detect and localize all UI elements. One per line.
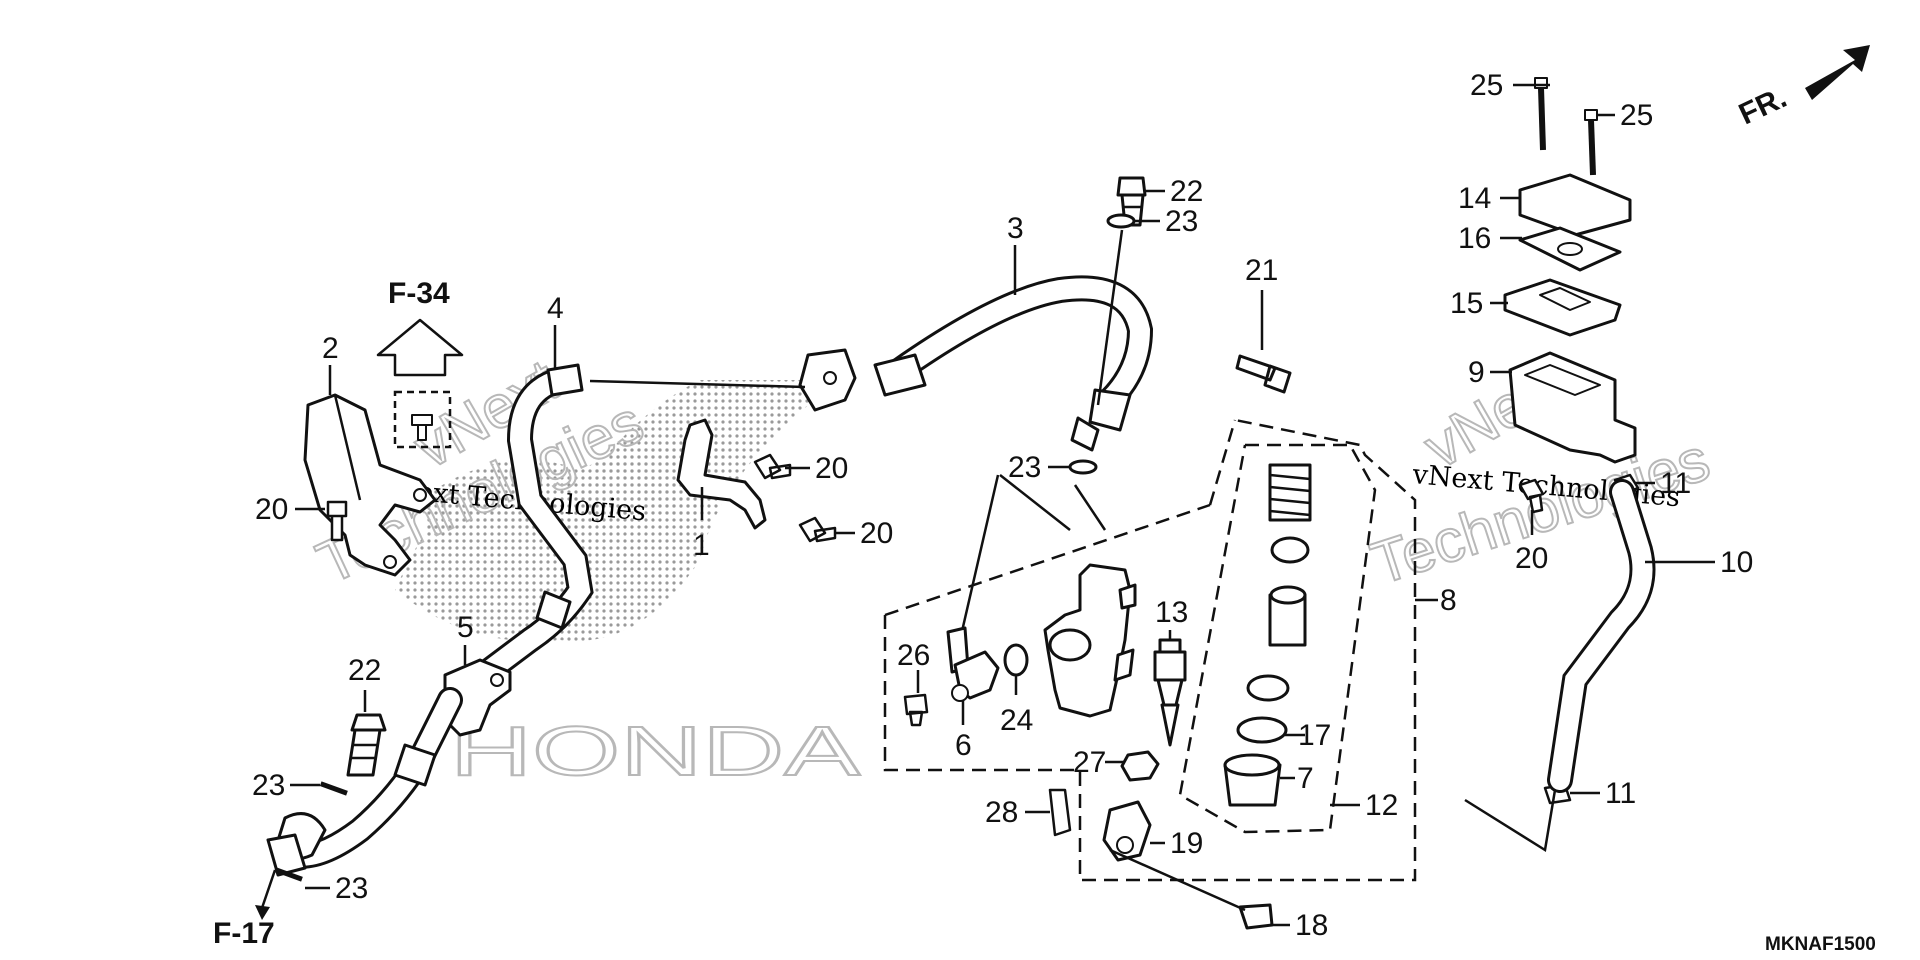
callout-3: 3 bbox=[1007, 212, 1024, 245]
part-2-bracket bbox=[303, 393, 437, 577]
part-16-plate bbox=[1518, 226, 1622, 272]
part-21-screw bbox=[1235, 354, 1292, 394]
honda-watermark: HONDA bbox=[395, 380, 861, 791]
callout-10: 10 bbox=[1720, 546, 1753, 579]
part-1-bracket bbox=[676, 418, 767, 530]
callout-4: 4 bbox=[547, 292, 564, 325]
part-24-oring bbox=[1003, 643, 1029, 677]
callout-20-left: 20 bbox=[255, 493, 288, 526]
callout-20-mid-lower: 20 bbox=[860, 517, 893, 550]
ref-f17-label: F-17 bbox=[213, 917, 275, 950]
part-4-hose bbox=[437, 363, 594, 713]
part-22-lower-bolt bbox=[346, 713, 387, 777]
front-direction-label: FR. bbox=[1734, 81, 1792, 131]
lower-hose bbox=[266, 687, 463, 877]
part-5-clamp bbox=[443, 658, 512, 737]
callout-15: 15 bbox=[1450, 287, 1483, 320]
part-27-nut bbox=[1120, 750, 1160, 782]
callout-12: 12 bbox=[1365, 789, 1398, 822]
part-14-cap bbox=[1518, 173, 1632, 237]
honda-watermark-text: HONDA bbox=[450, 712, 860, 790]
callout-7: 7 bbox=[1297, 762, 1314, 795]
callout-24: 24 bbox=[1000, 704, 1033, 737]
callout-17: 17 bbox=[1298, 719, 1331, 752]
ref-f34: F-34 bbox=[376, 277, 464, 449]
callout-23-mid: 23 bbox=[1008, 451, 1041, 484]
part-8-assembly-outline bbox=[883, 418, 1417, 882]
part-20-bolts bbox=[326, 453, 1545, 543]
callouts: 1 2 3 4 5 6 7 8 9 10 11 11 12 13 14 15 1… bbox=[252, 69, 1753, 942]
callout-2: 2 bbox=[322, 332, 339, 365]
callout-23-lower-left: 23 bbox=[252, 769, 285, 802]
front-direction-arrow: FR. bbox=[1734, 45, 1870, 131]
callout-11-upper: 11 bbox=[1660, 467, 1691, 500]
part-9-reservoir bbox=[1508, 351, 1637, 464]
callout-28: 28 bbox=[985, 796, 1018, 829]
diagram-code: MKNAF1500 bbox=[1765, 934, 1876, 955]
ref-f17: F-17 bbox=[213, 869, 277, 950]
ref-f34-label: F-34 bbox=[388, 277, 450, 310]
part-28-pin bbox=[1048, 788, 1072, 837]
callout-25-left: 25 bbox=[1470, 69, 1503, 102]
callout-21: 21 bbox=[1245, 254, 1278, 287]
callout-1: 1 bbox=[693, 529, 710, 562]
callout-22-upper: 22 bbox=[1170, 175, 1203, 208]
callout-19: 19 bbox=[1170, 827, 1203, 860]
callout-26: 26 bbox=[897, 639, 930, 672]
callout-13: 13 bbox=[1155, 596, 1188, 629]
part-15-diaphragm bbox=[1503, 278, 1622, 337]
part-25-screws bbox=[1534, 77, 1598, 176]
callout-16: 16 bbox=[1458, 222, 1491, 255]
callout-6: 6 bbox=[955, 729, 972, 762]
callout-25-right: 25 bbox=[1620, 99, 1653, 132]
part-19-clevis bbox=[1102, 800, 1152, 862]
part-26-bolt bbox=[903, 693, 929, 727]
callout-18: 18 bbox=[1295, 909, 1328, 942]
callout-27: 27 bbox=[1073, 746, 1106, 779]
callout-14: 14 bbox=[1458, 182, 1491, 215]
part-13-push-rod bbox=[1153, 638, 1187, 747]
callout-23-bottom: 23 bbox=[335, 872, 368, 905]
callout-22-lower: 22 bbox=[348, 654, 381, 687]
callout-11-lower: 11 bbox=[1605, 777, 1636, 810]
callout-20-mid-upper: 20 bbox=[815, 452, 848, 485]
leader-lines bbox=[290, 83, 1715, 927]
part-18-joint bbox=[1238, 903, 1274, 930]
callout-23-upper: 23 bbox=[1165, 205, 1198, 238]
part-6-joint bbox=[946, 626, 1000, 702]
part-3-hose bbox=[798, 275, 1154, 452]
part-10-reservoir-hose bbox=[1547, 479, 1656, 793]
callout-5: 5 bbox=[457, 611, 474, 644]
callout-8: 8 bbox=[1440, 584, 1457, 617]
callout-20-right: 20 bbox=[1515, 542, 1548, 575]
part-12-internals bbox=[1223, 463, 1312, 807]
master-cylinder-body bbox=[999, 474, 1137, 718]
callout-9: 9 bbox=[1468, 356, 1485, 389]
